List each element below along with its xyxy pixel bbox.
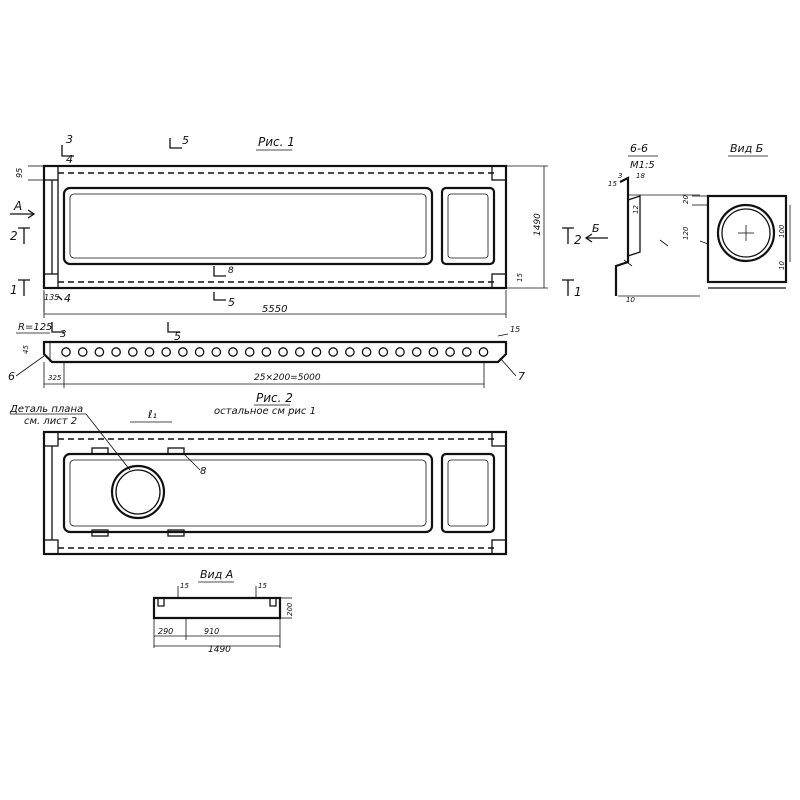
hole-7 — [161, 347, 172, 357]
section-6-label: 6 — [8, 370, 15, 383]
hole-6 — [144, 347, 155, 357]
view-A-d910: 910 — [204, 627, 219, 636]
dim-135: 135 — [44, 293, 59, 302]
dim-pitch: 25×200=5000 — [254, 373, 321, 383]
perforated-strip: R=125 3 5 45 15 6 7 325 25×200=5000 — [8, 322, 525, 388]
hole-13 — [261, 347, 272, 357]
hole-23 — [428, 347, 439, 357]
detail-mark-l1: ℓ₁ — [147, 408, 157, 421]
fig1-elevation: Рис. 1 3 4 5 8 5 А — [10, 133, 608, 318]
hole-25 — [461, 347, 472, 357]
hole-10 — [211, 347, 222, 357]
view-A-d15-right: 15 — [258, 582, 267, 590]
section-2-mark-left: 2 — [10, 229, 18, 243]
section-66-d10: 10 — [626, 296, 635, 304]
view-B-mark: Б — [592, 222, 600, 235]
hole-8 — [178, 347, 188, 357]
section-5-label-top: 5 — [182, 134, 189, 147]
view-A-d1490: 1490 — [208, 645, 231, 655]
radius-label: R=125 — [18, 322, 52, 333]
dim-325: 325 — [48, 374, 62, 382]
detail-note-line1: Деталь плана — [9, 404, 83, 415]
section-66-d15: 15 — [608, 180, 617, 188]
view-B-d10: 10 — [778, 261, 786, 270]
hole-1 — [61, 347, 71, 357]
section-8-label: 8 — [228, 266, 234, 276]
view-A-d290: 290 — [158, 627, 173, 636]
section-5-label-strip: 5 — [174, 330, 181, 343]
hole-21 — [395, 347, 405, 357]
detail-mark-8: 8 — [200, 466, 206, 477]
view-B-d100: 100 — [778, 224, 786, 238]
fig2-note: остальное см рис 1 — [214, 406, 316, 417]
view-A-d15-left: 15 — [180, 582, 189, 590]
dim-1490-height: 1490 — [533, 213, 543, 236]
hole-24 — [445, 347, 455, 357]
section-4-label-bottom: 4 — [64, 292, 71, 305]
hole-11 — [228, 347, 238, 357]
fig2-elevation: Рис. 2 остальное см рис 1 Деталь плана с… — [9, 391, 508, 556]
detail-note-line2: см. лист 2 — [24, 416, 77, 427]
hole-5 — [127, 347, 138, 357]
hole-22 — [411, 347, 422, 357]
section-3-label-strip: 3 — [60, 329, 66, 340]
hole-17 — [328, 347, 339, 357]
dim-95-left: 95 — [15, 168, 24, 178]
section-66-d12: 12 — [632, 205, 640, 214]
hole-12 — [244, 347, 255, 357]
dim-5550: 5550 — [262, 304, 287, 315]
hole-15 — [294, 347, 305, 357]
hole-19 — [361, 347, 372, 357]
view-B: Вид Б 20 120 100 10 — [682, 142, 791, 289]
view-A-title: Вид А — [200, 568, 233, 581]
hole-20 — [378, 347, 389, 357]
hole-3 — [94, 347, 105, 357]
section-6-6: 6-6 М1:5 15 3 18 12 10 — [608, 142, 700, 304]
hole-4 — [111, 347, 121, 357]
fig2-title: Рис. 2 — [256, 391, 293, 405]
hole-18 — [345, 347, 355, 357]
dim-45: 45 — [22, 345, 30, 354]
view-A: Вид А 15 15 290 910 1490 200 — [152, 568, 294, 655]
section-2-mark-right: 2 — [574, 233, 582, 247]
fig1-title: Рис. 1 — [258, 135, 295, 149]
view-A-d200: 200 — [286, 602, 294, 616]
section-66-title: 6-6 — [630, 142, 648, 155]
section-66-scale: М1:5 — [630, 160, 655, 171]
section-4-label: 4 — [66, 153, 73, 166]
view-A-mark: А — [13, 199, 22, 213]
hole-14 — [278, 347, 288, 357]
hole-9 — [194, 347, 205, 357]
section-1-mark-left: 1 — [10, 283, 18, 297]
dim-15-strip: 15 — [510, 325, 520, 334]
dim-15-right: 15 — [516, 273, 524, 282]
view-B-d120: 120 — [682, 226, 690, 240]
hole-26 — [478, 347, 489, 357]
view-B-d20: 20 — [682, 195, 690, 204]
section-3-label: 3 — [66, 133, 73, 146]
view-B-title: Вид Б — [730, 142, 763, 155]
hole-16 — [311, 347, 322, 357]
hole-row — [61, 347, 489, 357]
section-66-d18: 18 — [636, 172, 645, 180]
section-1-mark-right: 1 — [574, 285, 582, 299]
hole-2 — [77, 347, 88, 357]
section-5-label-bottom: 5 — [228, 296, 235, 309]
section-66-d3: 3 — [618, 172, 622, 180]
section-7-label: 7 — [518, 370, 525, 383]
